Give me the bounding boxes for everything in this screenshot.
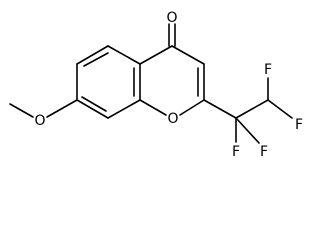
atom-methoxy-oxygen: O bbox=[34, 113, 45, 129]
bond-c5-c4a bbox=[107, 45, 141, 65]
bond-c3-c4 bbox=[171, 45, 205, 65]
atom-ring-oxygen: O bbox=[167, 111, 178, 127]
atom-fluorine-bottom-right: F bbox=[260, 144, 268, 160]
atom-fluorine-top: F bbox=[264, 62, 272, 78]
bond-c6-c5 bbox=[76, 45, 109, 65]
bond-c8-c7-inner bbox=[81, 96, 107, 112]
bond-c4-c4a bbox=[139, 45, 173, 65]
bond-c6-c5-inner bbox=[83, 52, 109, 67]
bonds-group bbox=[9, 23, 293, 144]
bond-chf2-f-right bbox=[267, 99, 293, 119]
bond-c2-cf2 bbox=[203, 99, 237, 119]
bond-c7-omethoxy bbox=[46, 99, 78, 118]
bond-omethoxy-ch3 bbox=[9, 103, 34, 118]
chemical-structure-diagram: O O O F F F F bbox=[9, 10, 303, 160]
bond-cf2-f-right bbox=[235, 117, 260, 144]
atom-labels-group: O O O F F F F bbox=[34, 10, 303, 160]
atom-fluorine-bottom-left: F bbox=[232, 144, 240, 160]
bond-c8-c7 bbox=[76, 99, 109, 119]
molecule-drawing: O O O F F F F bbox=[9, 10, 303, 160]
atom-carbonyl-oxygen: O bbox=[166, 10, 177, 26]
bond-c8a-c8 bbox=[107, 99, 141, 119]
atom-fluorine-right: F bbox=[295, 117, 303, 133]
bond-o1-c2 bbox=[179, 99, 205, 116]
bond-cf2-chf2 bbox=[235, 99, 269, 119]
bond-c8a-o1 bbox=[139, 99, 167, 116]
